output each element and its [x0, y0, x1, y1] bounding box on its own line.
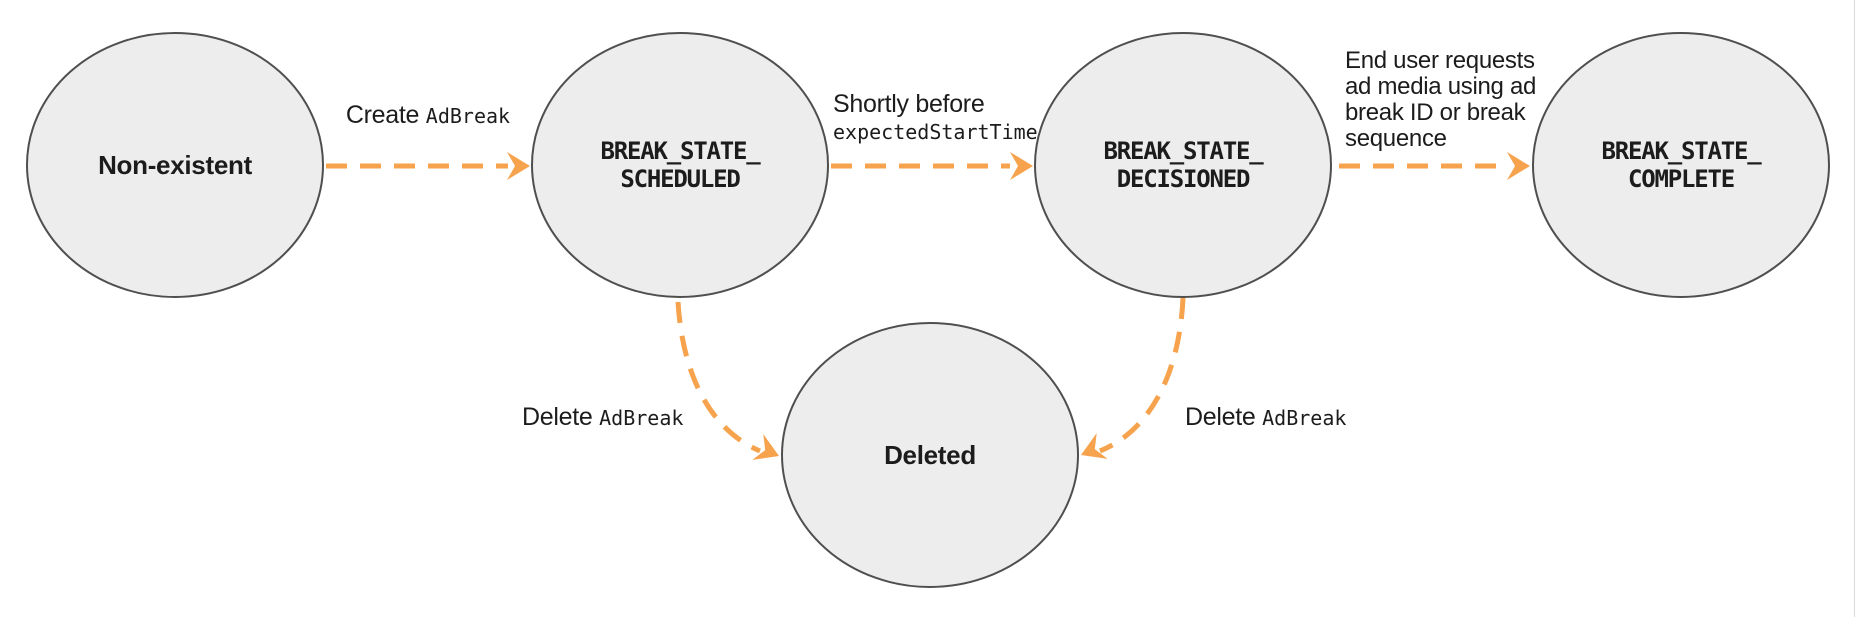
edge-label-plain-text: Delete	[522, 403, 593, 431]
edge-label-create-adbreak: Create AdBreak	[278, 101, 578, 130]
edge-label-delete-adbreak-right: Delete AdBreak	[1185, 403, 1346, 432]
node-non-existent-label: Non-existent	[98, 149, 252, 180]
edge-label-code-text: AdBreak	[599, 406, 684, 430]
edge-label-code-text: AdBreak	[425, 104, 511, 128]
arrowhead-icon	[1081, 433, 1108, 459]
node-deleted-shape	[781, 322, 1079, 588]
edge-label-plain-text: Create	[345, 101, 420, 129]
right-edge-divider	[1854, 0, 1855, 617]
edge-label-code-text: expectedStartTime	[833, 120, 1038, 144]
edge-label-shortly-before: Shortly before expectedStartTime	[833, 90, 1038, 145]
edge-label-plain-text: Delete	[1185, 403, 1256, 431]
arrowhead-icon	[752, 434, 779, 460]
edge-delete-adbreak-right	[1081, 297, 1186, 459]
node-break-state-decisioned-label: BREAK_STATE_ DECISIONED	[1103, 136, 1264, 193]
node-break-state-decisioned-shape	[1034, 32, 1332, 298]
arrowhead-icon	[1010, 152, 1033, 180]
edge-label-code-text: AdBreak	[1262, 406, 1347, 430]
arrowhead-icon	[507, 152, 530, 180]
edge-shortly-before-expectedstarttime	[831, 152, 1033, 180]
node-break-state-complete-shape	[1532, 32, 1830, 298]
edge-end-user-requests	[1339, 152, 1530, 180]
node-break-state-scheduled-label: BREAK_STATE_ SCHEDULED	[600, 136, 761, 193]
edge-label-delete-adbreak-left: Delete AdBreak	[522, 403, 683, 432]
node-break-state-scheduled-shape	[531, 32, 829, 298]
node-deleted-label: Deleted	[884, 439, 976, 470]
edge-label-plain-text: Shortly before	[833, 90, 985, 118]
edge-delete-adbreak-left	[675, 301, 779, 460]
node-break-state-complete-label: BREAK_STATE_ COMPLETE	[1601, 136, 1762, 193]
edge-label-end-user-requests: End user requests ad media using ad brea…	[1345, 47, 1537, 152]
arrowhead-icon	[1507, 152, 1530, 180]
edge-create-adbreak	[326, 152, 530, 180]
node-non-existent-shape	[26, 32, 324, 298]
